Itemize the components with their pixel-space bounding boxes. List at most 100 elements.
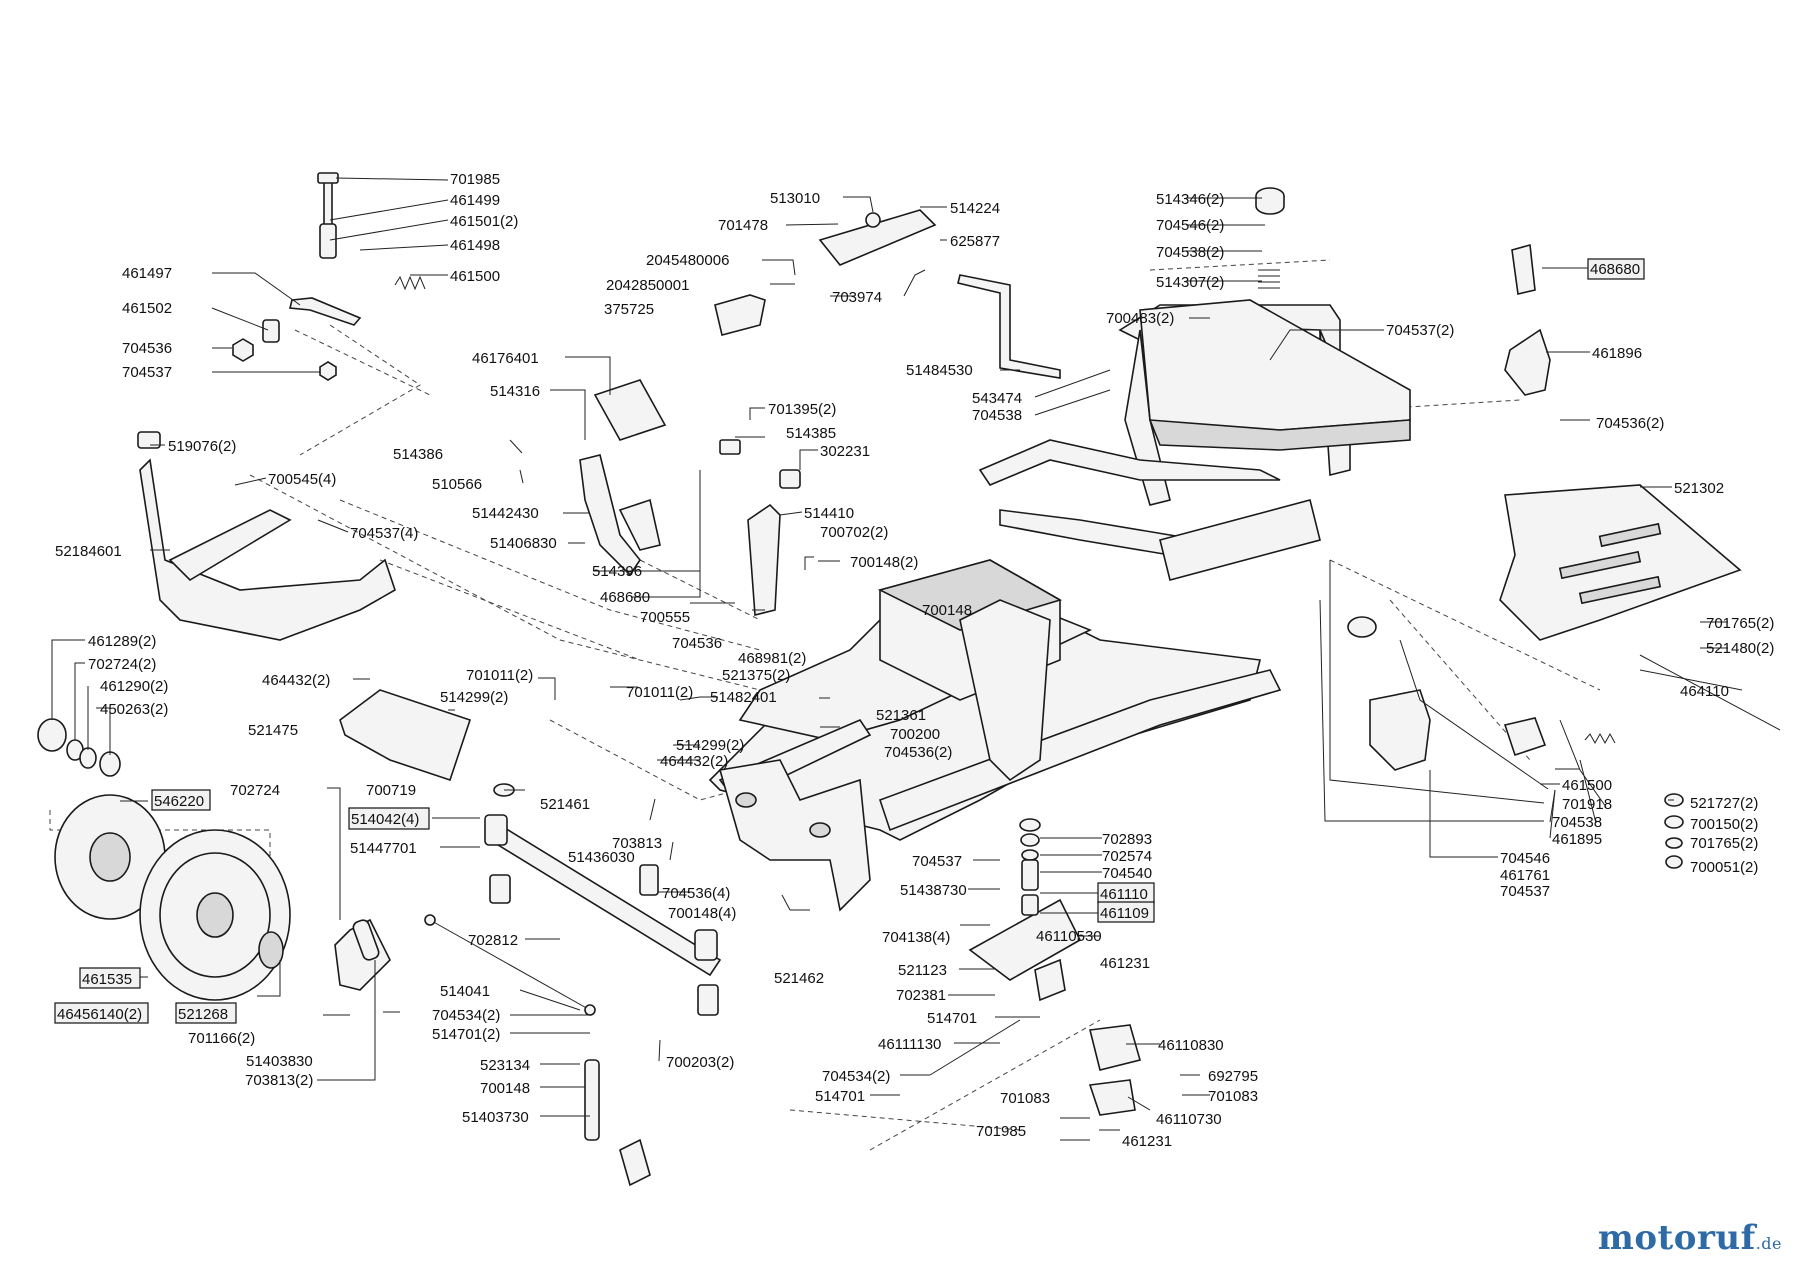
part-label: 51484530	[906, 362, 973, 379]
footplate-illustration	[1499, 484, 1742, 641]
part-label: 514307(2)	[1156, 274, 1224, 291]
part-label: 701166(2)	[188, 1030, 255, 1047]
part-label: 521461	[540, 796, 590, 813]
part-label: 461231	[1100, 955, 1150, 972]
part-label: 461290(2)	[100, 678, 168, 695]
part-label: 521727(2)	[1690, 795, 1758, 812]
part-label: 46176401	[472, 350, 539, 367]
part-label: 519076(2)	[168, 438, 236, 455]
part-label: 704536(4)	[662, 885, 730, 902]
part-label: 468680	[600, 589, 650, 606]
part-label: 461289(2)	[88, 633, 156, 650]
part-label: 514386	[393, 446, 443, 463]
part-label: 461761	[1500, 867, 1550, 884]
part-label: 704536(2)	[884, 744, 952, 761]
part-label: 702893	[1102, 831, 1152, 848]
front-axle-illustration	[424, 783, 722, 1187]
part-label: 514346(2)	[1156, 191, 1224, 208]
part-label: 700719	[366, 782, 416, 799]
part-label: 468981(2)	[738, 650, 806, 667]
part-label: 700203(2)	[666, 1054, 734, 1071]
part-label: 461231	[1122, 1133, 1172, 1150]
part-label: 702574	[1102, 848, 1152, 865]
parts-illustrations-left	[37, 172, 472, 1001]
main-frame-illustration	[708, 299, 1411, 912]
part-label: 543474	[972, 390, 1022, 407]
part-label: 701083	[1208, 1088, 1258, 1105]
part-label: 514701	[815, 1088, 865, 1105]
part-label: 51403730	[462, 1109, 529, 1126]
part-label: 700200	[890, 726, 940, 743]
part-label: 461499	[450, 192, 500, 209]
part-label: 2045480006	[646, 252, 729, 269]
part-label: 701765(2)	[1706, 615, 1774, 632]
part-label: 461498	[450, 237, 500, 254]
part-label: 701011(2)	[626, 684, 693, 701]
part-label: 450263(2)	[100, 701, 168, 718]
part-label: 701765(2)	[1690, 835, 1758, 852]
part-label: 461500	[450, 268, 500, 285]
part-label: 523134	[480, 1057, 530, 1074]
part-label: 700148(4)	[668, 905, 736, 922]
part-label: 704536(2)	[1596, 415, 1664, 432]
part-label: 700483(2)	[1106, 310, 1174, 327]
part-label: 514396	[592, 563, 642, 580]
part-label: 704537	[1500, 883, 1550, 900]
part-label: 704536	[672, 635, 722, 652]
part-label: 464110	[1680, 683, 1729, 700]
part-label: 51438730	[900, 882, 967, 899]
part-label: 704537	[912, 853, 962, 870]
part-label: 702724	[230, 782, 280, 799]
part-label: 514224	[950, 200, 1000, 217]
leader-lines	[51, 177, 1743, 1141]
part-label: 514385	[786, 425, 836, 442]
part-label: 704534(2)	[432, 1007, 500, 1024]
part-label: 461501(2)	[450, 213, 518, 230]
part-label: 464432(2)	[262, 672, 330, 689]
part-label: 461110	[1100, 886, 1148, 903]
part-label: 700051(2)	[1690, 859, 1758, 876]
part-label: 461535	[82, 971, 132, 988]
parts-illustrations-right	[1255, 187, 1781, 869]
part-label: 701395(2)	[768, 401, 836, 418]
part-label: 514042(4)	[351, 811, 419, 828]
part-label: 46110730	[1156, 1111, 1222, 1128]
part-label: 521302	[1674, 480, 1724, 497]
part-label: 703813	[612, 835, 662, 852]
part-label: 703974	[832, 289, 882, 306]
part-label: 514316	[490, 383, 540, 400]
part-label: 461500	[1562, 777, 1612, 794]
part-label: 704537	[122, 364, 172, 381]
steering-sector-illustration	[929, 818, 1141, 1116]
part-label: 461497	[122, 265, 172, 282]
watermark-logo: motoruf.de	[1598, 1218, 1782, 1258]
part-label: 704546(2)	[1156, 217, 1224, 234]
part-label: 702724(2)	[88, 656, 156, 673]
part-label: 51403830	[246, 1053, 313, 1070]
part-label: 51436030	[568, 849, 635, 866]
part-label: 51482401	[710, 689, 777, 706]
part-label: 704534(2)	[822, 1068, 890, 1085]
part-label: 702812	[468, 932, 518, 949]
part-label: 461895	[1552, 831, 1602, 848]
part-label: 51447701	[350, 840, 417, 857]
part-label: 521462	[774, 970, 824, 987]
part-label: 701918	[1562, 796, 1612, 813]
part-label: 521361	[876, 707, 926, 724]
part-label: 514299(2)	[440, 689, 508, 706]
part-label: 52184601	[55, 543, 122, 560]
part-label: 461896	[1592, 345, 1642, 362]
parts-illustrations-centre	[579, 209, 1061, 617]
boxed-label-frames	[54, 258, 1645, 1024]
part-label: 701985	[976, 1123, 1026, 1140]
part-label: 461502	[122, 300, 172, 317]
part-label: 546220	[154, 793, 204, 810]
part-label: 521480(2)	[1706, 640, 1774, 657]
part-label: 625877	[950, 233, 1000, 250]
part-label: 46111130	[878, 1036, 941, 1053]
part-label: 704538	[972, 407, 1022, 424]
part-label: 461109	[1100, 905, 1149, 922]
part-label: 468680	[1590, 261, 1640, 278]
part-label: 704537(4)	[350, 525, 418, 542]
